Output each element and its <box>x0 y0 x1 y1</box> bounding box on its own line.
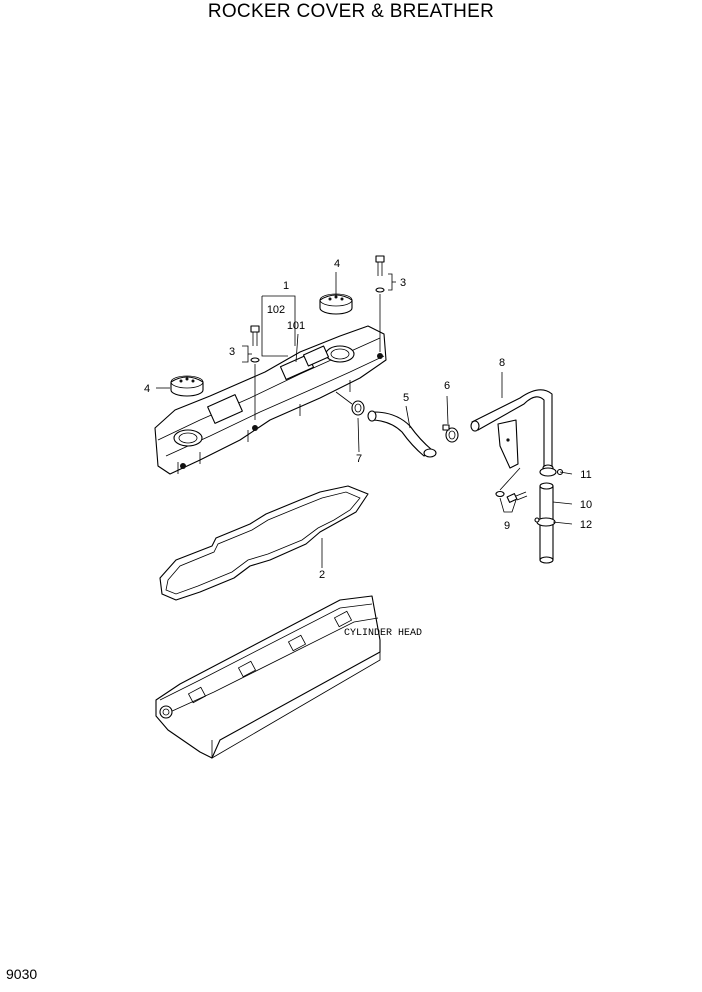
callout-101: 101 <box>287 320 305 332</box>
cylinder-head-label: CYLINDER HEAD <box>344 628 422 639</box>
breather-hose <box>367 410 437 458</box>
rocker-cover <box>154 325 387 475</box>
callout-102: 102 <box>267 304 285 316</box>
diagram-title: ROCKER COVER & BREATHER <box>207 1 495 22</box>
callout-5: 5 <box>403 392 409 404</box>
callout-4-right: 4 <box>334 258 340 270</box>
oil-filler-cap-right <box>319 293 353 315</box>
callout-9: 9 <box>504 520 510 532</box>
oil-filler-cap-left <box>170 375 204 397</box>
bolt-right <box>375 255 385 352</box>
callout-7: 7 <box>356 453 362 465</box>
breather-pipe <box>470 389 554 472</box>
callout-11: 11 <box>580 469 591 481</box>
callout-2: 2 <box>319 569 325 581</box>
clamp-12 <box>534 517 556 527</box>
bolt-left <box>250 325 260 420</box>
callouts: 1 102 101 3 3 4 4 5 6 7 8 9 10 11 12 2 C… <box>144 258 592 639</box>
hose-clamp-7 <box>335 391 365 416</box>
callout-4-left: 4 <box>144 383 150 395</box>
callout-8: 8 <box>499 357 505 369</box>
leader-lines <box>156 272 573 568</box>
callout-1: 1 <box>283 280 289 292</box>
rocker-cover-gasket <box>159 485 369 601</box>
clamp-11 <box>539 467 564 477</box>
page-number: 9030 <box>6 966 38 982</box>
hose-clamp-6 <box>442 424 459 443</box>
callout-6: 6 <box>444 380 450 392</box>
callout-10: 10 <box>580 499 592 511</box>
cylinder-head <box>155 595 381 759</box>
callout-12: 12 <box>580 519 592 531</box>
bracket-bolt <box>495 467 528 503</box>
callout-3-right: 3 <box>400 277 406 289</box>
callout-3-left: 3 <box>229 346 235 358</box>
